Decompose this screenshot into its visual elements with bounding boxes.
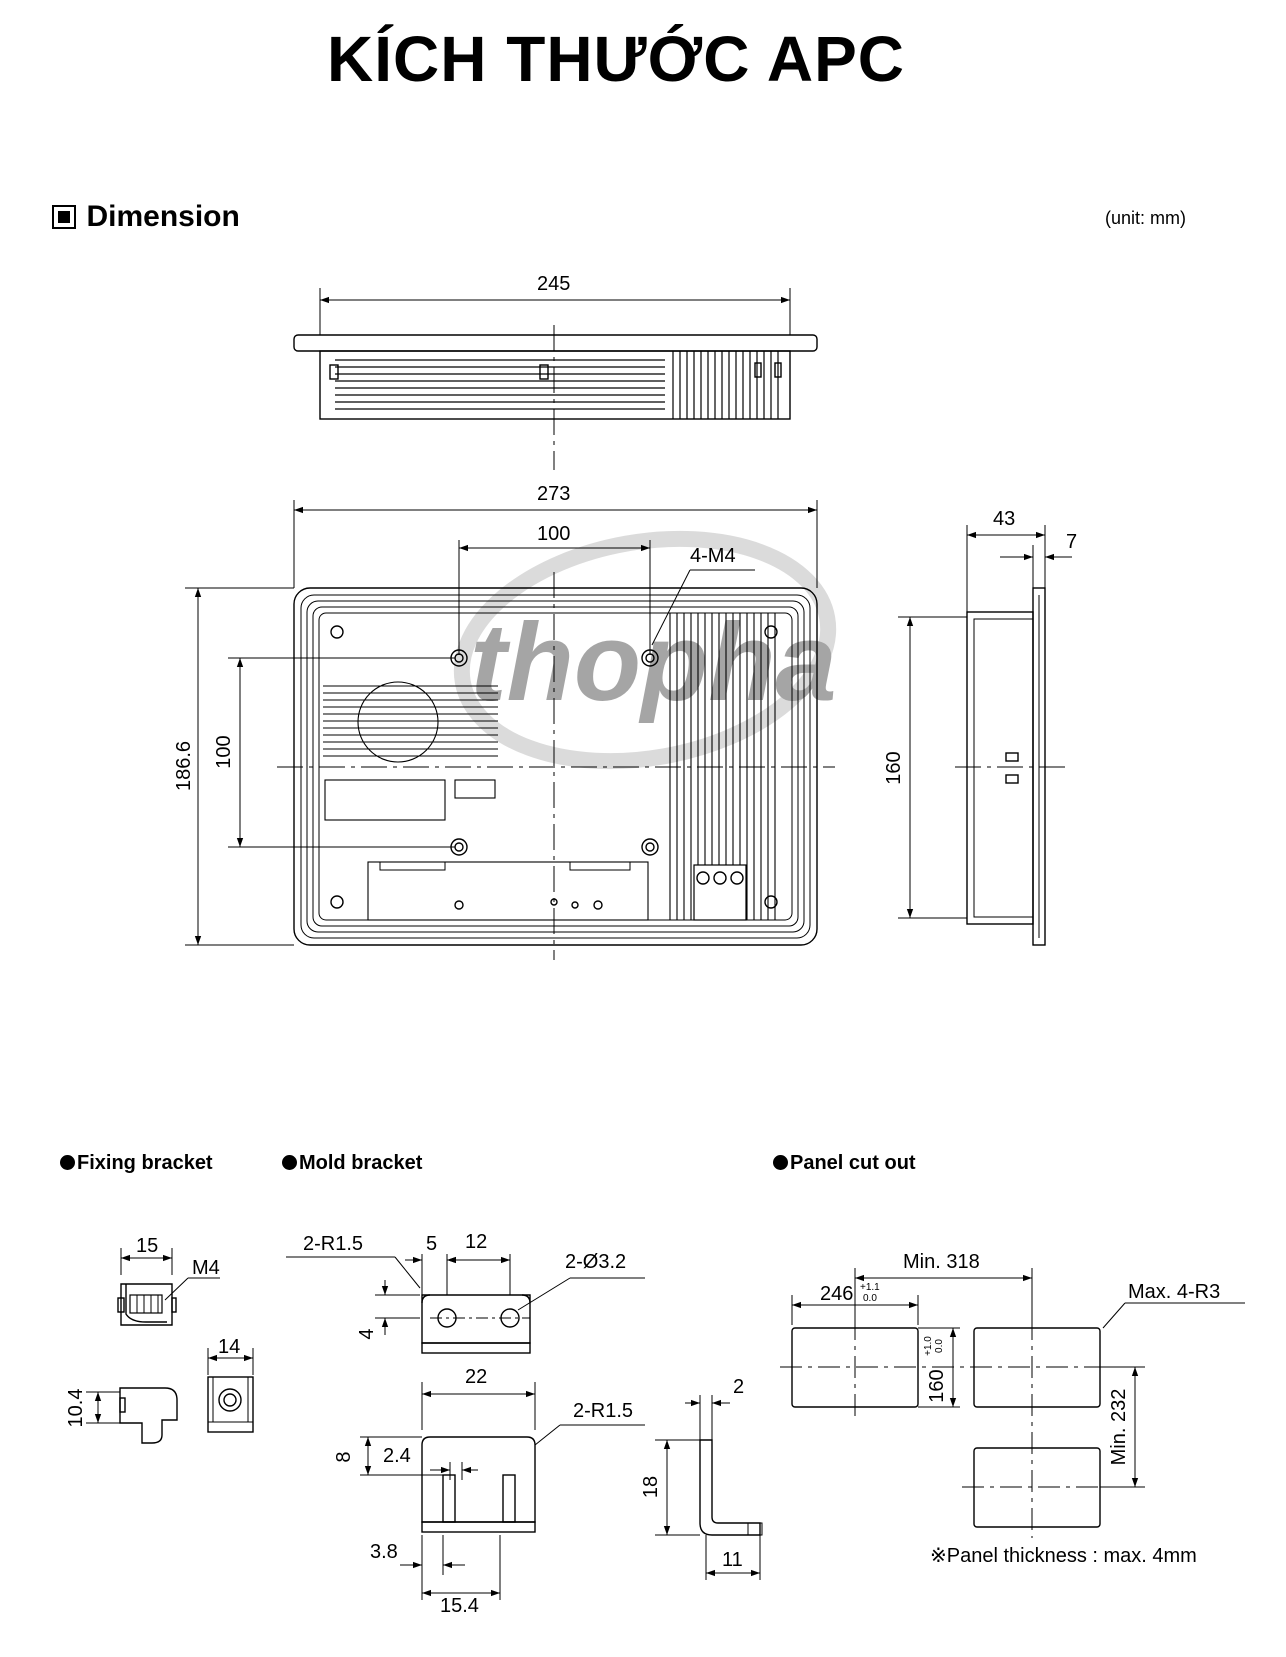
dim-mold-12: 12 (465, 1231, 487, 1253)
watermark-text: thopha (470, 601, 837, 724)
dim-side-height: 160 (883, 751, 905, 784)
fixing-bracket-drawing (86, 1248, 254, 1444)
dim-cut-max-r3: Max. 4-R3 (1128, 1281, 1220, 1303)
dim-top-width: 245 (537, 273, 570, 295)
dim-mold-r-front: 2-R1.5 (573, 1400, 633, 1422)
unit-note: (unit: mm) (1105, 208, 1186, 228)
bullet-icon (282, 1155, 297, 1170)
dim-cut-246: 246 (820, 1283, 853, 1305)
section-title: Dimension (86, 200, 240, 233)
dim-mold-18: 18 (640, 1476, 662, 1498)
dim-front-width: 273 (537, 483, 570, 505)
dim-mold-11: 11 (722, 1549, 743, 1571)
dim-mount-spacing-v: 100 (213, 735, 235, 768)
dim-fix-10-4: 10.4 (65, 1389, 87, 1428)
watermark: thopha (453, 530, 837, 770)
dim-mold-2: 2 (733, 1376, 744, 1398)
page-title: KÍCH THƯỚC APC (327, 23, 905, 95)
square-bullet-icon (52, 205, 76, 229)
section-header: Dimension (52, 200, 240, 234)
fixing-bracket-label: Fixing bracket (77, 1152, 213, 1174)
dim-fix-14: 14 (218, 1336, 240, 1358)
dim-cut-246-tol-zero: 0.0 (863, 1293, 877, 1304)
dim-mold-hole: 2-Ø3.2 (565, 1251, 626, 1273)
dim-mold-3-8: 3.8 (370, 1541, 398, 1563)
dim-mold-15-4: 15.4 (440, 1595, 479, 1617)
dim-side-bezel: 7 (1066, 531, 1077, 553)
mold-bracket-label: Mold bracket (299, 1152, 423, 1174)
dim-fix-15: 15 (136, 1235, 158, 1257)
panel-thickness-note: ※Panel thickness : max. 4mm (930, 1545, 1197, 1567)
mold-bracket-drawing (286, 1254, 763, 1600)
mold-bracket-heading: Mold bracket (282, 1152, 422, 1175)
bullet-icon (773, 1155, 788, 1170)
dim-mold-22: 22 (465, 1366, 487, 1388)
dim-mold-4: 4 (356, 1328, 378, 1339)
bullet-icon (60, 1155, 75, 1170)
dim-fix-m4: M4 (192, 1257, 220, 1279)
dim-mount-screws: 4-M4 (690, 545, 736, 567)
dim-cut-160: 160 (926, 1369, 948, 1402)
dim-mold-8: 8 (333, 1451, 355, 1462)
top-view (293, 288, 818, 470)
dim-mold-r-top: 2-R1.5 (303, 1233, 363, 1255)
fixing-bracket-heading: Fixing bracket (60, 1152, 213, 1175)
dim-front-height: 186.6 (173, 741, 195, 791)
dim-side-depth: 43 (993, 508, 1015, 530)
dim-cut-min-318: Min. 318 (903, 1251, 980, 1273)
side-view (898, 525, 1072, 946)
dim-cut-246-tol-plus: +1.1 (860, 1282, 880, 1293)
dim-cut-160-tol-zero: 0.0 (934, 1339, 945, 1353)
dim-cut-min-232: Min. 232 (1108, 1389, 1130, 1466)
panel-cutout-label: Panel cut out (790, 1152, 916, 1174)
panel-cutout-drawing (780, 1268, 1245, 1538)
dim-mold-5: 5 (426, 1233, 437, 1255)
dim-cut-160-tol-plus: +1.0 (923, 1336, 934, 1356)
dim-mount-spacing-h: 100 (537, 523, 570, 545)
dim-mold-2-4: 2.4 (383, 1445, 411, 1467)
rear-view (185, 500, 835, 960)
panel-cutout-heading: Panel cut out (773, 1152, 916, 1175)
